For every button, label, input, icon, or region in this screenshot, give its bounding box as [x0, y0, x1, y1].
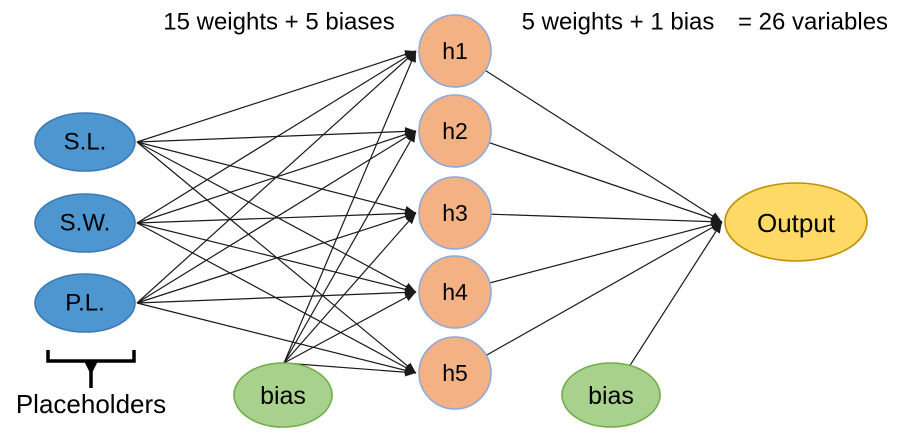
hidden-node-h5-label: h5: [442, 360, 468, 386]
hidden-layer: h1 h2 h3 h4 h5: [418, 14, 492, 410]
input-node-sw-label: S.W.: [60, 210, 111, 237]
hidden-bias-node: [233, 362, 333, 428]
hidden-node-h4: [418, 255, 492, 329]
hidden-node-h1: [418, 14, 492, 88]
hidden-summary-text: 15 weights + 5 biases: [163, 9, 394, 36]
input-layer: S.L. S.W. P.L.: [34, 112, 136, 333]
edge-pl-h5: [136, 302, 417, 375]
edge-bias1-h5: [283, 362, 417, 377]
hidden-node-h2: [418, 94, 492, 168]
edge-pl-h1: [136, 50, 417, 304]
placeholders-brace: [46, 350, 136, 388]
annotations: 15 weights + 5 biases 5 weights + 1 bias…: [16, 9, 888, 420]
output-layer: Output: [724, 182, 868, 262]
hidden-bias-node-label: bias: [260, 382, 306, 410]
edge-pl-h3: [136, 212, 417, 304]
edge-h3-output: [454, 212, 723, 227]
edge-bias1-h4: [283, 291, 417, 364]
hidden-node-h4-label: h4: [442, 279, 468, 305]
hidden-node-h1-label: h1: [442, 38, 468, 64]
edge-h1-output: [454, 50, 723, 223]
input-node-pl-label: P.L.: [65, 290, 105, 317]
total-summary-text: = 26 variables: [738, 9, 888, 36]
edge-sw-h1: [136, 50, 417, 224]
hidden-node-h3: [418, 176, 492, 250]
output-bias-node-label: bias: [588, 382, 634, 410]
output-node: [724, 182, 868, 262]
hidden-node-h2-label: h2: [442, 118, 468, 144]
edge-bias1-h2: [283, 130, 417, 364]
edge-sl-h1: [136, 50, 417, 143]
edge-bias1-h1: [283, 50, 417, 364]
input-node-sl-label: S.L.: [64, 129, 107, 156]
placeholders-caption: Placeholders: [16, 389, 166, 419]
hidden-node-h3-label: h3: [442, 200, 468, 226]
hidden-node-h5: [418, 336, 492, 410]
edge-h4-output: [454, 220, 723, 293]
brace-tip: [84, 361, 98, 375]
input-node-sl: [34, 112, 136, 172]
edge-bias1-h3: [283, 212, 417, 364]
output-bias-node: [561, 362, 661, 428]
edge-sw-h3: [136, 208, 417, 224]
input-node-pl: [34, 273, 136, 333]
edge-h2-output: [454, 130, 723, 223]
edge-pl-h4: [136, 288, 417, 304]
edge-h5-output: [454, 221, 723, 374]
input-node-sw: [34, 193, 136, 253]
bias-nodes: bias bias: [233, 362, 661, 428]
output-node-label: Output: [757, 208, 836, 238]
output-summary-text: 5 weights + 1 bias: [522, 9, 715, 36]
edges-layer: [136, 50, 723, 396]
